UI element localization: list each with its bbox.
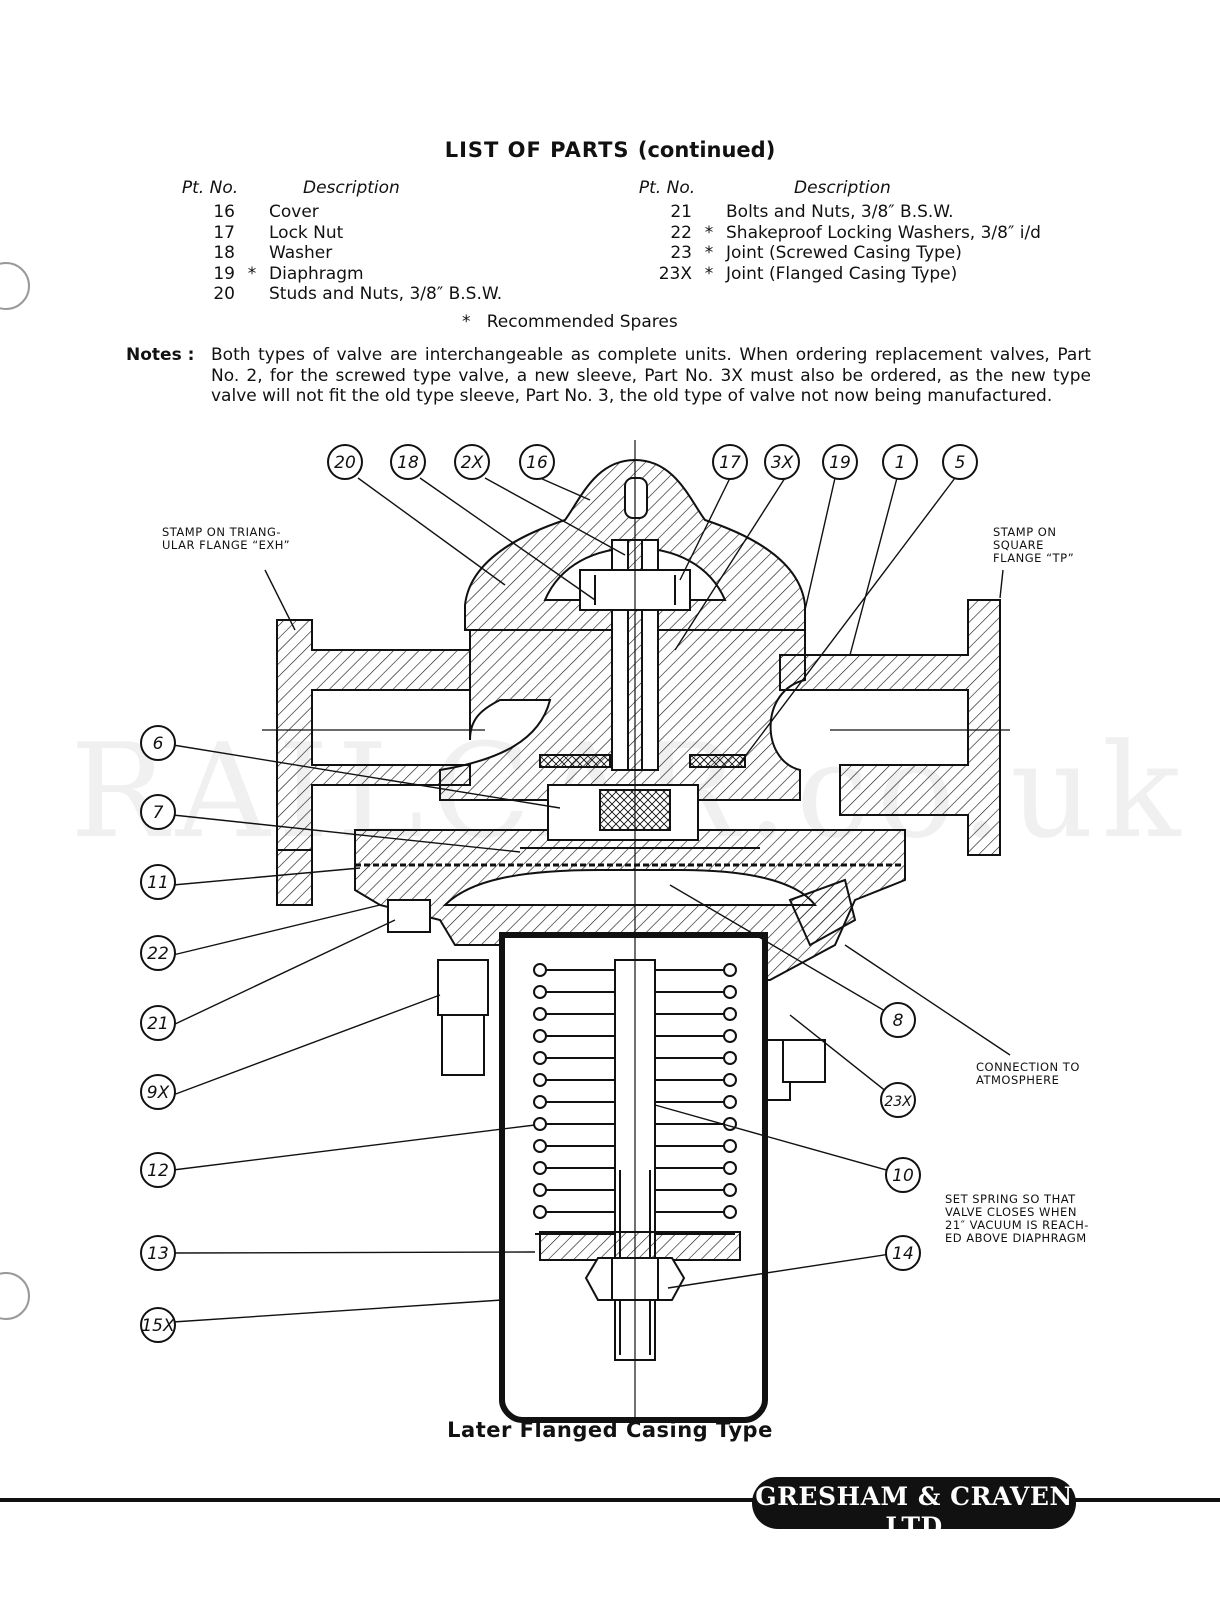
part-row: 19*Diaphragm <box>213 263 364 284</box>
figure-caption: Later Flanged Casing Type <box>447 1418 773 1442</box>
logo-name: GRESHAM & CRAVEN LTD <box>755 1482 1073 1541</box>
svg-text:16: 16 <box>526 453 548 473</box>
svg-text:10: 10 <box>892 1166 914 1186</box>
notes: Notes : Both types of valve are intercha… <box>126 345 1091 407</box>
callout-19: 19 <box>822 444 858 480</box>
callout-12: 12 <box>140 1152 176 1188</box>
svg-text:2X: 2X <box>461 453 484 473</box>
svg-text:6: 6 <box>153 734 164 754</box>
col-header-description: Description <box>303 178 400 198</box>
svg-text:15X: 15X <box>141 1316 175 1336</box>
recommended-spares-note: * Recommended Spares <box>462 312 678 332</box>
svg-text:12: 12 <box>147 1161 169 1181</box>
svg-text:8: 8 <box>893 1011 904 1031</box>
callout-20: 20 <box>327 444 363 480</box>
svg-text:7: 7 <box>153 803 164 823</box>
title-suffix: (continued) <box>637 138 776 162</box>
part-row: 23*Joint (Screwed Casing Type) <box>670 243 962 263</box>
label-atmosphere: CONNECTION TO ATMOSPHERE <box>976 1060 1080 1087</box>
callout-3x: 3X <box>764 444 800 480</box>
callout-17: 17 <box>712 444 748 480</box>
svg-text:5: 5 <box>955 453 966 473</box>
callout-10: 10 <box>885 1157 921 1193</box>
label-exh-flange: STAMP ON TRIANG- ULAR FLANGE “EXH” <box>162 525 291 552</box>
callout-5: 5 <box>942 444 978 480</box>
callout-16: 16 <box>519 444 555 480</box>
svg-text:13: 13 <box>147 1244 169 1264</box>
page-title: LIST OF PARTS (continued) <box>0 138 1220 162</box>
callout-23x: 23X <box>880 1082 916 1118</box>
col-header-pt-no: Pt. No. <box>181 178 239 198</box>
title-main: LIST OF PARTS <box>444 138 630 162</box>
callout-11: 11 <box>140 864 176 900</box>
svg-text:3X: 3X <box>771 453 794 473</box>
part-row: 22*Shakeproof Locking Washers, 3/8″ i/d <box>670 222 1041 243</box>
callout-21: 21 <box>140 1005 176 1041</box>
svg-text:21: 21 <box>147 1014 169 1034</box>
notes-text: Both types of valve are interchangeable … <box>211 345 1091 406</box>
callout-1: 1 <box>882 444 918 480</box>
company-logo: GRESHAM & CRAVEN LTD ENGINEERS <box>752 1477 1076 1551</box>
logo-sub: ENGINEERS <box>863 1542 965 1551</box>
callout-14: 14 <box>885 1235 921 1271</box>
footer-rule <box>0 1498 1220 1502</box>
callout-18: 18 <box>390 444 426 480</box>
svg-text:20: 20 <box>334 453 356 473</box>
callout-22: 22 <box>140 935 176 971</box>
callout-15x: 15X <box>140 1307 176 1343</box>
svg-text:9X: 9X <box>147 1083 170 1103</box>
part-row: 23X*Joint (Flanged Casing Type) <box>658 263 958 284</box>
callout-9x: 9X <box>140 1074 176 1110</box>
svg-text:17: 17 <box>719 453 741 473</box>
callout-7: 7 <box>140 794 176 830</box>
label-tp-flange: STAMP ON SQUARE FLANGE “TP” <box>993 525 1075 565</box>
svg-text:19: 19 <box>829 453 851 473</box>
callout-8: 8 <box>880 1002 916 1038</box>
col-header-description: Description <box>794 178 891 198</box>
notes-label: Notes : <box>126 345 195 365</box>
svg-text:1: 1 <box>895 453 906 473</box>
svg-text:23X: 23X <box>884 1094 912 1110</box>
svg-text:22: 22 <box>147 944 169 964</box>
col-header-pt-no: Pt. No. <box>638 178 696 198</box>
label-spring-setting: SET SPRING SO THAT VALVE CLOSES WHEN 21″… <box>945 1192 1089 1245</box>
callout-6: 6 <box>140 725 176 761</box>
svg-text:18: 18 <box>397 453 419 473</box>
callout-13: 13 <box>140 1235 176 1271</box>
svg-text:14: 14 <box>892 1244 914 1264</box>
callout-2x: 2X <box>454 444 490 480</box>
svg-text:11: 11 <box>147 873 169 893</box>
